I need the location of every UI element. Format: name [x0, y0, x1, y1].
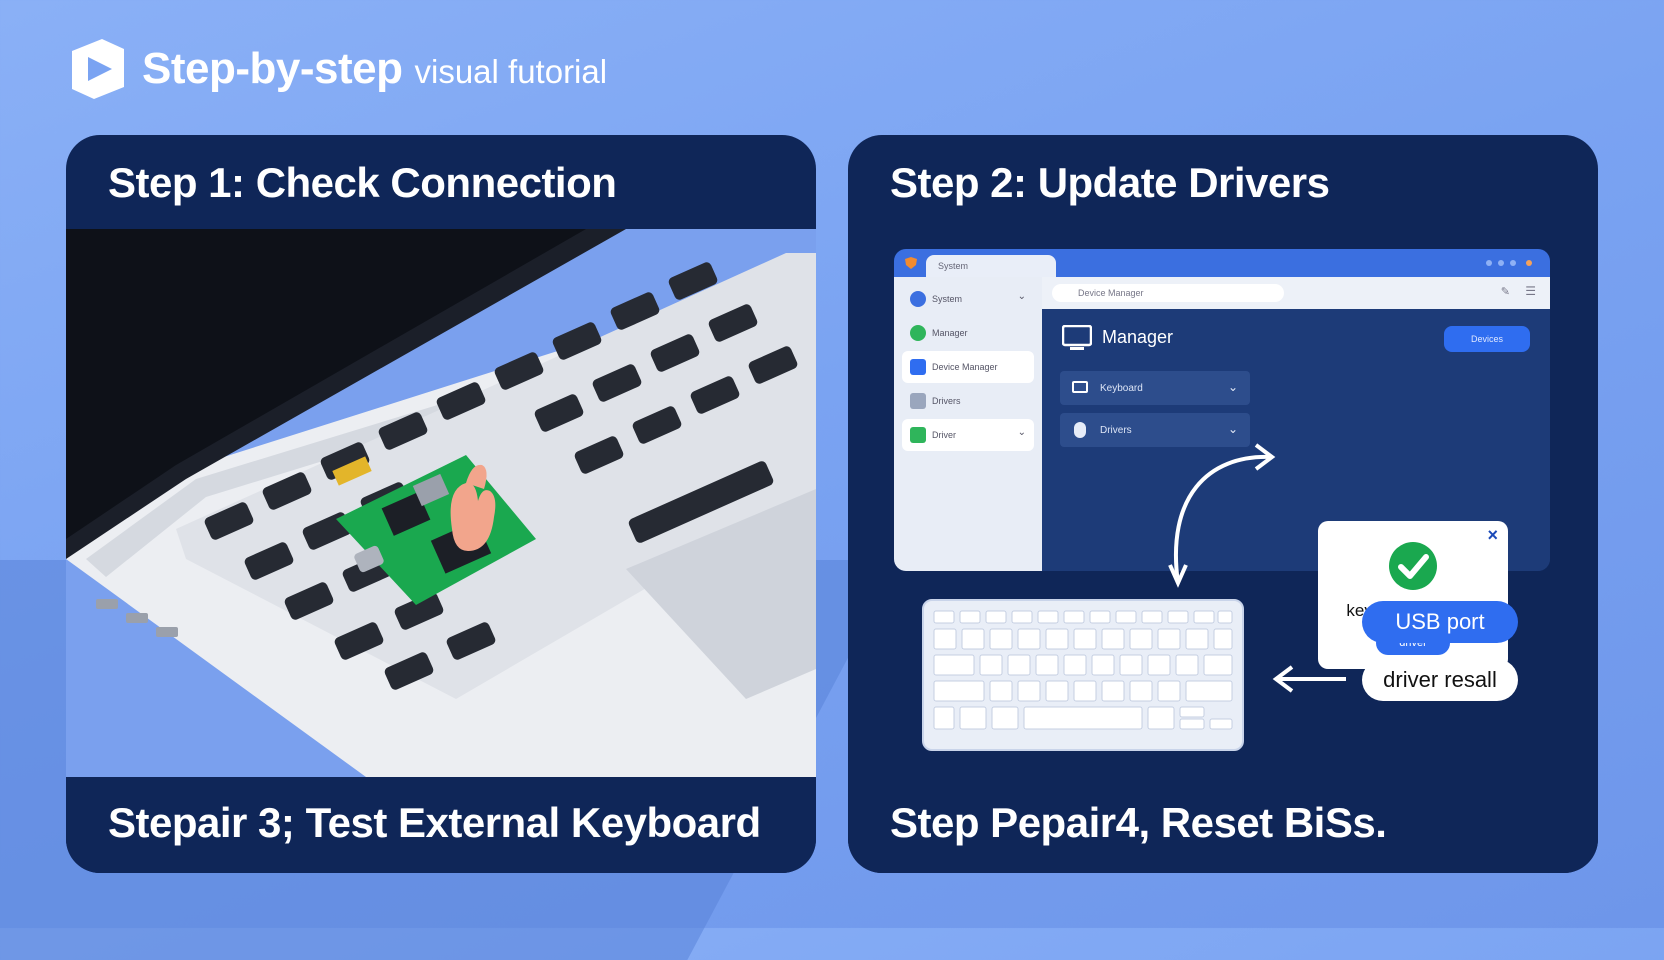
- sidebar-item-label: Manager: [932, 328, 968, 338]
- brand-header: Step-by-step visual futorial: [66, 36, 607, 102]
- sidebar-item-manager[interactable]: Manager: [902, 317, 1034, 349]
- panel-left: Step 1: Check Connection: [66, 135, 816, 873]
- manager-title: Manager: [1102, 327, 1174, 347]
- step-1-title: Step 1: Check Connection: [108, 159, 617, 206]
- shield-icon: [905, 257, 917, 269]
- check-circle-icon: [1389, 542, 1437, 590]
- dropdown-label: Keyboard: [1100, 382, 1143, 394]
- keyboard-settings-popup: × keyboard settings driver: [1318, 521, 1508, 669]
- driver-resall-label: driver resall: [1362, 659, 1518, 701]
- drivers-dropdown[interactable]: Drivers ⌄: [1060, 413, 1250, 447]
- step-3-title: Stepair 3; Test External Keyboard: [108, 799, 761, 846]
- sidebar-item-drivers[interactable]: Drivers: [902, 385, 1034, 417]
- edit-icon[interactable]: ✎: [1500, 286, 1510, 298]
- laptop-illustration: [66, 229, 816, 777]
- monitor-icon: [910, 359, 926, 375]
- address-input[interactable]: Device Manager: [1052, 284, 1284, 302]
- chip-icon: [910, 427, 926, 443]
- step-2-title: Step 2: Update Drivers: [890, 159, 1330, 206]
- window-titlebar: System: [894, 249, 1550, 277]
- usb-port-label: USB port: [1362, 601, 1518, 643]
- panel-right: Step 2: Update Drivers System System ⌄ M…: [848, 135, 1598, 873]
- sidebar-item-label: Device Manager: [932, 362, 998, 372]
- chevron-down-icon: ⌄: [1227, 422, 1238, 436]
- keyboard-keys: [933, 610, 1233, 730]
- play-cube-logo: [72, 39, 124, 99]
- menu-icon[interactable]: ☰: [1525, 284, 1536, 298]
- keyboard-dropdown[interactable]: Keyboard ⌄: [1060, 371, 1250, 405]
- window-main: Manager Devices Keyboard ⌄ Drivers ⌄: [1042, 309, 1550, 571]
- step-3-band: Stepair 3; Test External Keyboard: [66, 777, 816, 873]
- page-title: Step-by-step: [142, 44, 403, 93]
- drive-icon: [910, 393, 926, 409]
- chevron-down-icon: ⌄: [1017, 291, 1026, 302]
- close-icon[interactable]: ×: [1487, 525, 1498, 545]
- monitor-icon: [1062, 325, 1092, 350]
- gear-icon: [910, 291, 926, 307]
- laptop-svg: [66, 229, 816, 777]
- sidebar-item-device-manager[interactable]: Device Manager: [902, 351, 1034, 383]
- step-4-band: Step Pepair4, Reset BiSs.: [848, 777, 1598, 873]
- sidebar-item-label: Drivers: [932, 396, 961, 406]
- sidebar-item-label: System: [932, 294, 963, 304]
- window-sidebar: System ⌄ Manager Device Manager Drivers …: [894, 277, 1042, 571]
- page-subtitle: visual futorial: [414, 53, 608, 90]
- address-bar: Device Manager ✎ ☰: [1042, 277, 1550, 309]
- devices-button[interactable]: Devices: [1444, 326, 1530, 352]
- dropdown-label: Drivers: [1100, 424, 1132, 436]
- sidebar-item-driver[interactable]: Driver ⌄: [902, 419, 1034, 451]
- chevron-down-icon: ⌄: [1017, 427, 1026, 438]
- sidebar-item-label: Driver: [932, 430, 956, 440]
- sidebar-item-system[interactable]: System ⌄: [902, 283, 1034, 315]
- keyboard-icon: [1072, 381, 1088, 393]
- tab-system[interactable]: System: [926, 255, 1056, 277]
- external-keyboard: [922, 599, 1244, 751]
- flow-arrows: [1168, 443, 1346, 693]
- chevron-down-icon: ⌄: [1227, 380, 1238, 394]
- app-icon: [910, 325, 926, 341]
- step-4-title: Step Pepair4, Reset BiSs.: [890, 799, 1387, 846]
- settings-window: System System ⌄ Manager Device Manager: [894, 249, 1550, 571]
- mouse-icon: [1074, 422, 1086, 438]
